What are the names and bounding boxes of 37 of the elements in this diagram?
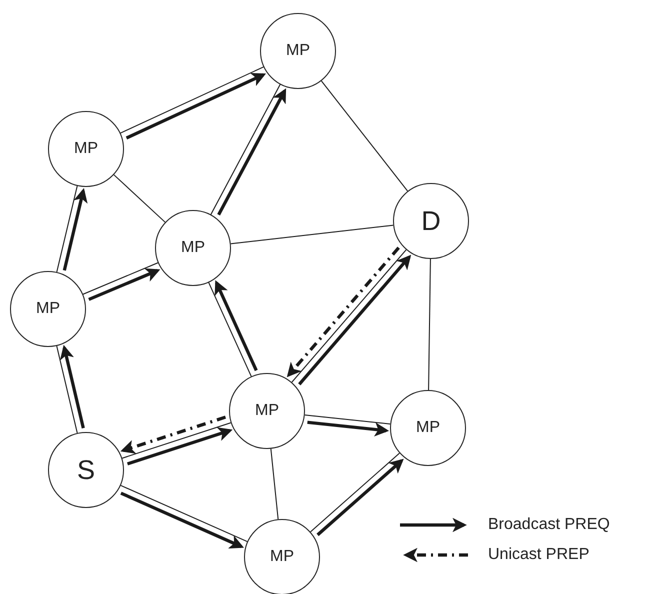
node-circle: MP: [244, 519, 320, 594]
node-circle: MP: [155, 210, 231, 286]
node-circle: MP: [48, 111, 124, 187]
arrow: [60, 344, 85, 429]
link-line: [208, 282, 252, 377]
arrow: [126, 427, 233, 466]
arrow: [88, 268, 160, 301]
node-circle: MP: [390, 390, 466, 466]
link-line: [122, 422, 232, 459]
link-line: [56, 185, 78, 273]
link-line: [304, 414, 391, 424]
link-line: [120, 66, 264, 134]
link-line: [310, 452, 400, 532]
node-circle: MP: [10, 271, 86, 347]
arrow: [316, 458, 404, 536]
node-circle: MP: [260, 13, 336, 89]
link-line: [320, 80, 408, 192]
arrow: [120, 416, 226, 454]
legend-text: Unicast PREP: [488, 546, 590, 564]
arrow: [126, 73, 266, 140]
link-line: [210, 84, 281, 215]
arrow: [214, 280, 258, 372]
node-circle: D: [393, 183, 469, 259]
link-line: [120, 484, 248, 542]
legend-text: Broadcast PREQ: [488, 516, 610, 534]
link-line: [113, 174, 166, 223]
node-circle: MP: [229, 373, 305, 449]
arrow: [120, 492, 244, 549]
link-line: [82, 262, 158, 295]
link-line: [270, 448, 279, 520]
node-circle: S: [48, 432, 124, 508]
arrow: [217, 88, 286, 216]
arrow: [307, 420, 389, 437]
link-line: [428, 258, 431, 390]
link-line: [56, 345, 78, 434]
arrow: [62, 188, 88, 271]
link-line: [230, 224, 394, 244]
